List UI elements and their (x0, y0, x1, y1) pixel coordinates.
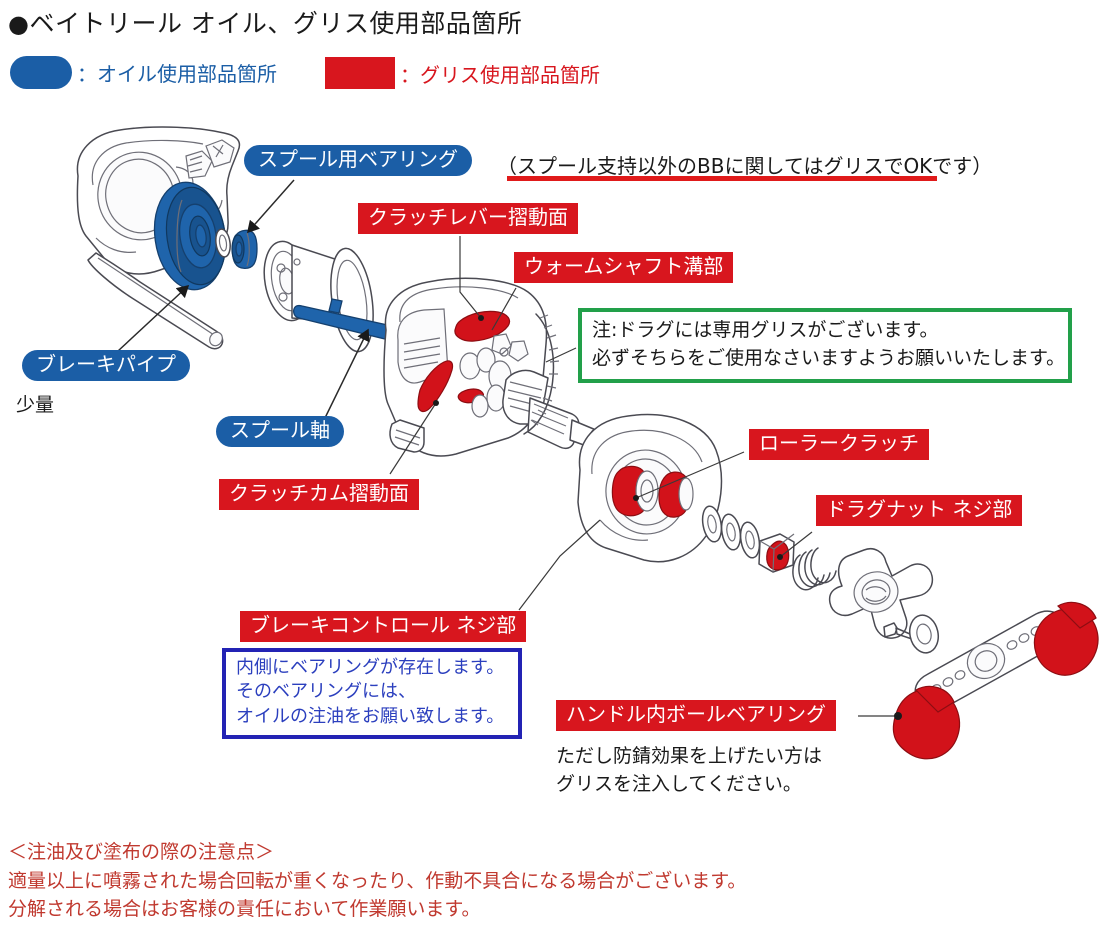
callout-handle-bb-sub-2: グリスを注入してください。 (556, 773, 802, 795)
handle-screw (883, 622, 913, 640)
note-blue-line-1: 内側にベアリングが存在します。 (236, 657, 505, 678)
footer-cautions: ＜注油及び塗布の際の注意点＞ 適量以上に噴霧された場合回転が重くなったり、作動不… (8, 838, 746, 924)
handle-arm (892, 601, 1099, 760)
handle-retainer-washer (908, 614, 940, 654)
title-bullet-icon: ● (8, 10, 30, 38)
callout-brake-control: ブレーキコントロール ネジ部 (240, 611, 527, 642)
callout-roller-clutch: ローラークラッチ (749, 429, 929, 460)
footer-line-2: 適量以上に噴霧された場合回転が重くなったり、作動不具合になる場合がございます。 (8, 869, 747, 892)
leader-clutch-lever (459, 236, 482, 319)
leader-spool-bearing (247, 179, 295, 234)
note-green-line-2: 必ずそちらをご使用なさいますようお願いいたします。 (592, 346, 1066, 369)
legend-item-oil: ：オイル使用部品箇所 (10, 56, 277, 89)
drag-washer-stack (701, 505, 761, 559)
leader-drag-nut (779, 531, 813, 558)
legend-oil-label: ：オイル使用部品箇所 (77, 62, 277, 86)
legend-item-grease: ：グリス使用部品箇所 (325, 57, 600, 89)
callout-handle-bb: ハンドル内ボールベアリング (556, 700, 836, 731)
bb-note-text: （スプール支持以外のBBに関してはグリスでOKです） (497, 154, 993, 178)
leader-clutch-cam (389, 402, 437, 475)
right-side-plate (577, 413, 723, 563)
leader-spool-shaft (323, 328, 370, 421)
spool-washer (215, 228, 231, 258)
brake-disc-blue (153, 181, 227, 291)
footer-line-3: 分解される場合はお客様の責任において作業願います。 (8, 898, 481, 920)
note-blue-line-3: オイルの注油をお願い致します。 (236, 705, 505, 727)
oil-swatch (10, 56, 72, 89)
callout-bb-note: （スプール支持以外のBBに関してはグリスでOKです） (497, 150, 993, 181)
grease-swatch (325, 57, 395, 89)
callout-brake-pipe: ブレーキパイプ (22, 350, 190, 381)
legend-grease-label: ：グリス使用部品箇所 (400, 62, 600, 87)
leader-brake-pipe (117, 284, 190, 352)
callout-worm-shaft: ウォームシャフト溝部 (514, 252, 734, 283)
callout-drag-nut: ドラグナット ネジ部 (816, 495, 1023, 526)
bb-note-underline (507, 176, 937, 181)
callout-clutch-cam: クラッチカム摺動面 (219, 479, 419, 510)
star-drag (828, 548, 934, 639)
legend: ：オイル使用部品箇所 ：グリス使用部品箇所 (10, 54, 710, 96)
title-text: ベイトリール オイル、グリス使用部品箇所 (29, 9, 523, 38)
spool-bearing-blue (231, 229, 258, 270)
drag-nut-red (758, 533, 795, 573)
callout-handle-bb-sub-1: ただし防錆効果を上げたい方は (556, 745, 823, 767)
leader-roller-clutch (635, 451, 745, 499)
leader-brake-control (518, 519, 601, 611)
drag-spring (792, 547, 837, 591)
page-title: ●ベイトリール オイル、グリス使用部品箇所 (8, 4, 522, 40)
reel-main-frame (383, 277, 599, 457)
callout-spool-shaft: スプール軸 (216, 416, 344, 447)
leader-worm-shaft (491, 287, 517, 331)
leader-green-note (545, 347, 577, 363)
note-box-drag-grease: 注:ドラグには専用グリスがございます。 必ずそちらをご使用なさいますようお願いい… (578, 308, 1072, 384)
gear-cluster (459, 333, 599, 450)
callout-brake-pipe-sub: 少量 (16, 394, 55, 416)
note-box-inner-bearing: 内側にベアリングが存在します。 そのベアリングには、 オイルの注油をお願い致しま… (222, 648, 522, 739)
callout-clutch-lever: クラッチレバー摺動面 (358, 203, 578, 234)
spool (263, 240, 374, 353)
callout-spool-bearing: スプール用ベアリング (244, 145, 472, 176)
note-blue-line-2: そのベアリングには、 (236, 681, 416, 703)
footer-line-1: ＜注油及び塗布の際の注意点＞ (8, 841, 275, 863)
note-green-line-1: 注:ドラグには専用グリスがございます。 (592, 319, 939, 341)
